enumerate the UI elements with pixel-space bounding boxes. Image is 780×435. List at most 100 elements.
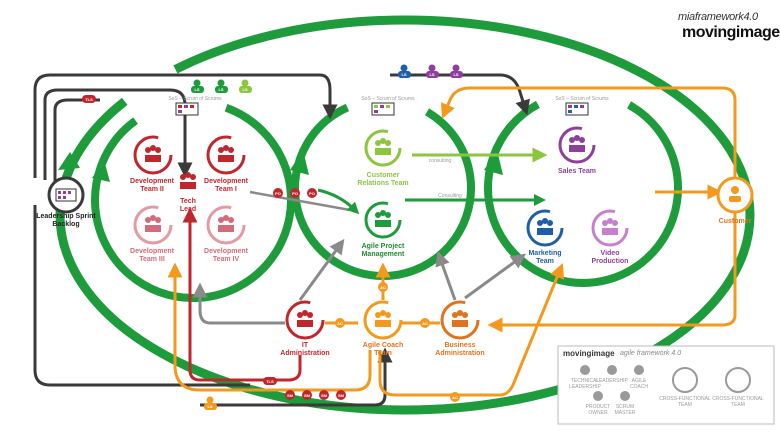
legend-brand: movingimage — [563, 349, 615, 358]
sos-label-right: SoS – Scrum of Scrums — [555, 96, 609, 102]
sos-board-middle — [371, 102, 395, 116]
dark-line-1 — [33, 73, 338, 178]
legend-circle-label-2: CROSS-FUNCTIONAL TEAM — [712, 396, 764, 408]
badge-po-2: PO — [290, 188, 300, 198]
customer-label: Customer — [718, 218, 752, 225]
orange-customer-top — [440, 86, 737, 180]
agile-coach-label: Agile Coach Team — [362, 342, 404, 357]
badge-tls-bottom: TLS — [263, 377, 277, 385]
dev-team-2-icon — [145, 145, 161, 162]
gray-ba-right — [464, 253, 527, 300]
customer-relations-icon — [375, 138, 391, 155]
gray-it-up — [298, 238, 345, 301]
leadership-backlog-label: Leadership Sprint Backlog — [36, 213, 96, 228]
team-icons — [145, 135, 618, 327]
badge-ac-3: AC — [378, 282, 388, 292]
marketing-team-label: Marketing Team — [528, 250, 562, 265]
legend-item-leadership: LEADERSHIP — [596, 378, 628, 384]
outer-loop-arrowhead — [58, 152, 80, 170]
svg-text:LS: LS — [194, 87, 199, 92]
svg-text:SM: SM — [321, 393, 328, 398]
svg-text:TLS: TLS — [266, 379, 274, 384]
dev-team-1-label: Development Team I — [204, 178, 248, 193]
svg-text:AC: AC — [422, 321, 428, 326]
video-production-icon — [602, 218, 618, 235]
agile-coach-icon — [375, 310, 391, 327]
team-circles — [133, 126, 629, 340]
badge-tls-top: TLS — [82, 95, 96, 103]
svg-text:LS: LS — [429, 72, 434, 77]
agile-pm-label: Agile Project Management — [361, 243, 405, 258]
gray-dev-teams — [249, 190, 351, 212]
consulting-top-label: consulting — [428, 158, 452, 164]
badge-po-3: PO — [307, 188, 317, 198]
badge-ls-5: LS — [426, 64, 439, 78]
badge-ls-4: LS — [398, 64, 411, 78]
dev-team-4-label: Development Team IV — [204, 248, 248, 263]
video-production-label: Video Production — [591, 250, 629, 265]
badge-ls-bottom: LS — [204, 396, 217, 410]
svg-text:PO: PO — [275, 191, 281, 196]
company-logo: movingimage — [682, 24, 780, 41]
framework-title: miaframework4.0 — [678, 11, 758, 23]
gray-ba-up — [435, 250, 457, 301]
gray-it-left — [192, 282, 285, 325]
it-admin-label: IT Administration — [280, 342, 330, 357]
badge-ac-1: AC — [335, 318, 345, 328]
dark-line-bottom — [33, 205, 250, 387]
badge-sm-3: SM — [319, 390, 329, 400]
middle-ring-arrowhead — [290, 150, 309, 175]
sos-label-middle: SoS – Scrum of Scrums — [361, 96, 415, 102]
dev-team-3-label: Development Team III — [130, 248, 174, 263]
red-tl-line — [182, 207, 302, 382]
dark-line-top-right — [390, 73, 530, 116]
backlog-board-icon — [55, 188, 77, 202]
badge-ls-3: LS — [239, 79, 252, 93]
left-ring-arrowhead — [92, 160, 110, 182]
legend-item-technical-leadership: TECHNICAL LEADERSHIP — [569, 378, 601, 390]
dark-line-bottom-2 — [200, 347, 393, 407]
sos-label-left: SoS – Scrum of Scrums — [168, 96, 222, 102]
svg-text:PO: PO — [309, 191, 315, 196]
legend-item-product-owner: PRODUCT OWNER — [585, 404, 611, 416]
business-admin-label: Business Administration — [435, 342, 485, 357]
orange-customer-bottom — [487, 212, 737, 333]
sales-team-label: Sales Team — [557, 168, 596, 175]
svg-text:AC: AC — [337, 321, 343, 326]
orange-bottom-loop — [378, 263, 565, 397]
legend-circle-label-1: CROSS-FUNCTIONAL TEAM — [659, 396, 711, 408]
legend-icons — [580, 365, 644, 401]
legend-item-scrum-master: SCRUM MASTER — [614, 404, 636, 416]
dev-team-4-icon — [218, 215, 234, 232]
orange-left-loop — [167, 262, 372, 392]
svg-text:LS: LS — [401, 72, 406, 77]
customer-relations-label: Customer Relations Team — [357, 172, 409, 187]
dev-team-2-label: Development Team II — [130, 178, 174, 193]
svg-text:PO: PO — [292, 191, 298, 196]
legend-circle-1 — [672, 367, 698, 393]
badge-ls-1: LS — [191, 79, 204, 93]
dark-line-2 — [43, 88, 193, 180]
customer-circle — [716, 176, 754, 214]
it-admin-icon — [297, 310, 313, 327]
green-po-arrow — [317, 188, 360, 215]
svg-text:LS: LS — [453, 72, 458, 77]
svg-text:TLS: TLS — [85, 97, 93, 102]
legend-circle-2 — [725, 367, 751, 393]
badge-ac-2: AC — [420, 318, 430, 328]
badge-ls-2: LS — [215, 79, 228, 93]
svg-text:SM: SM — [338, 393, 345, 398]
dev-team-1-icon — [218, 145, 234, 162]
legend-box — [557, 345, 775, 425]
dev-team-3-icon — [145, 215, 161, 232]
agile-pm-icon — [375, 210, 391, 227]
svg-text:AC: AC — [452, 395, 458, 400]
badge-ls-6: LS — [450, 64, 463, 78]
sos-board-left — [175, 102, 199, 116]
svg-text:LS: LS — [242, 87, 247, 92]
badge-ac-4: AC — [450, 392, 460, 402]
badge-sm-1: SM — [285, 390, 295, 400]
sos-board-right — [565, 102, 589, 116]
svg-text:LS: LS — [218, 87, 223, 92]
